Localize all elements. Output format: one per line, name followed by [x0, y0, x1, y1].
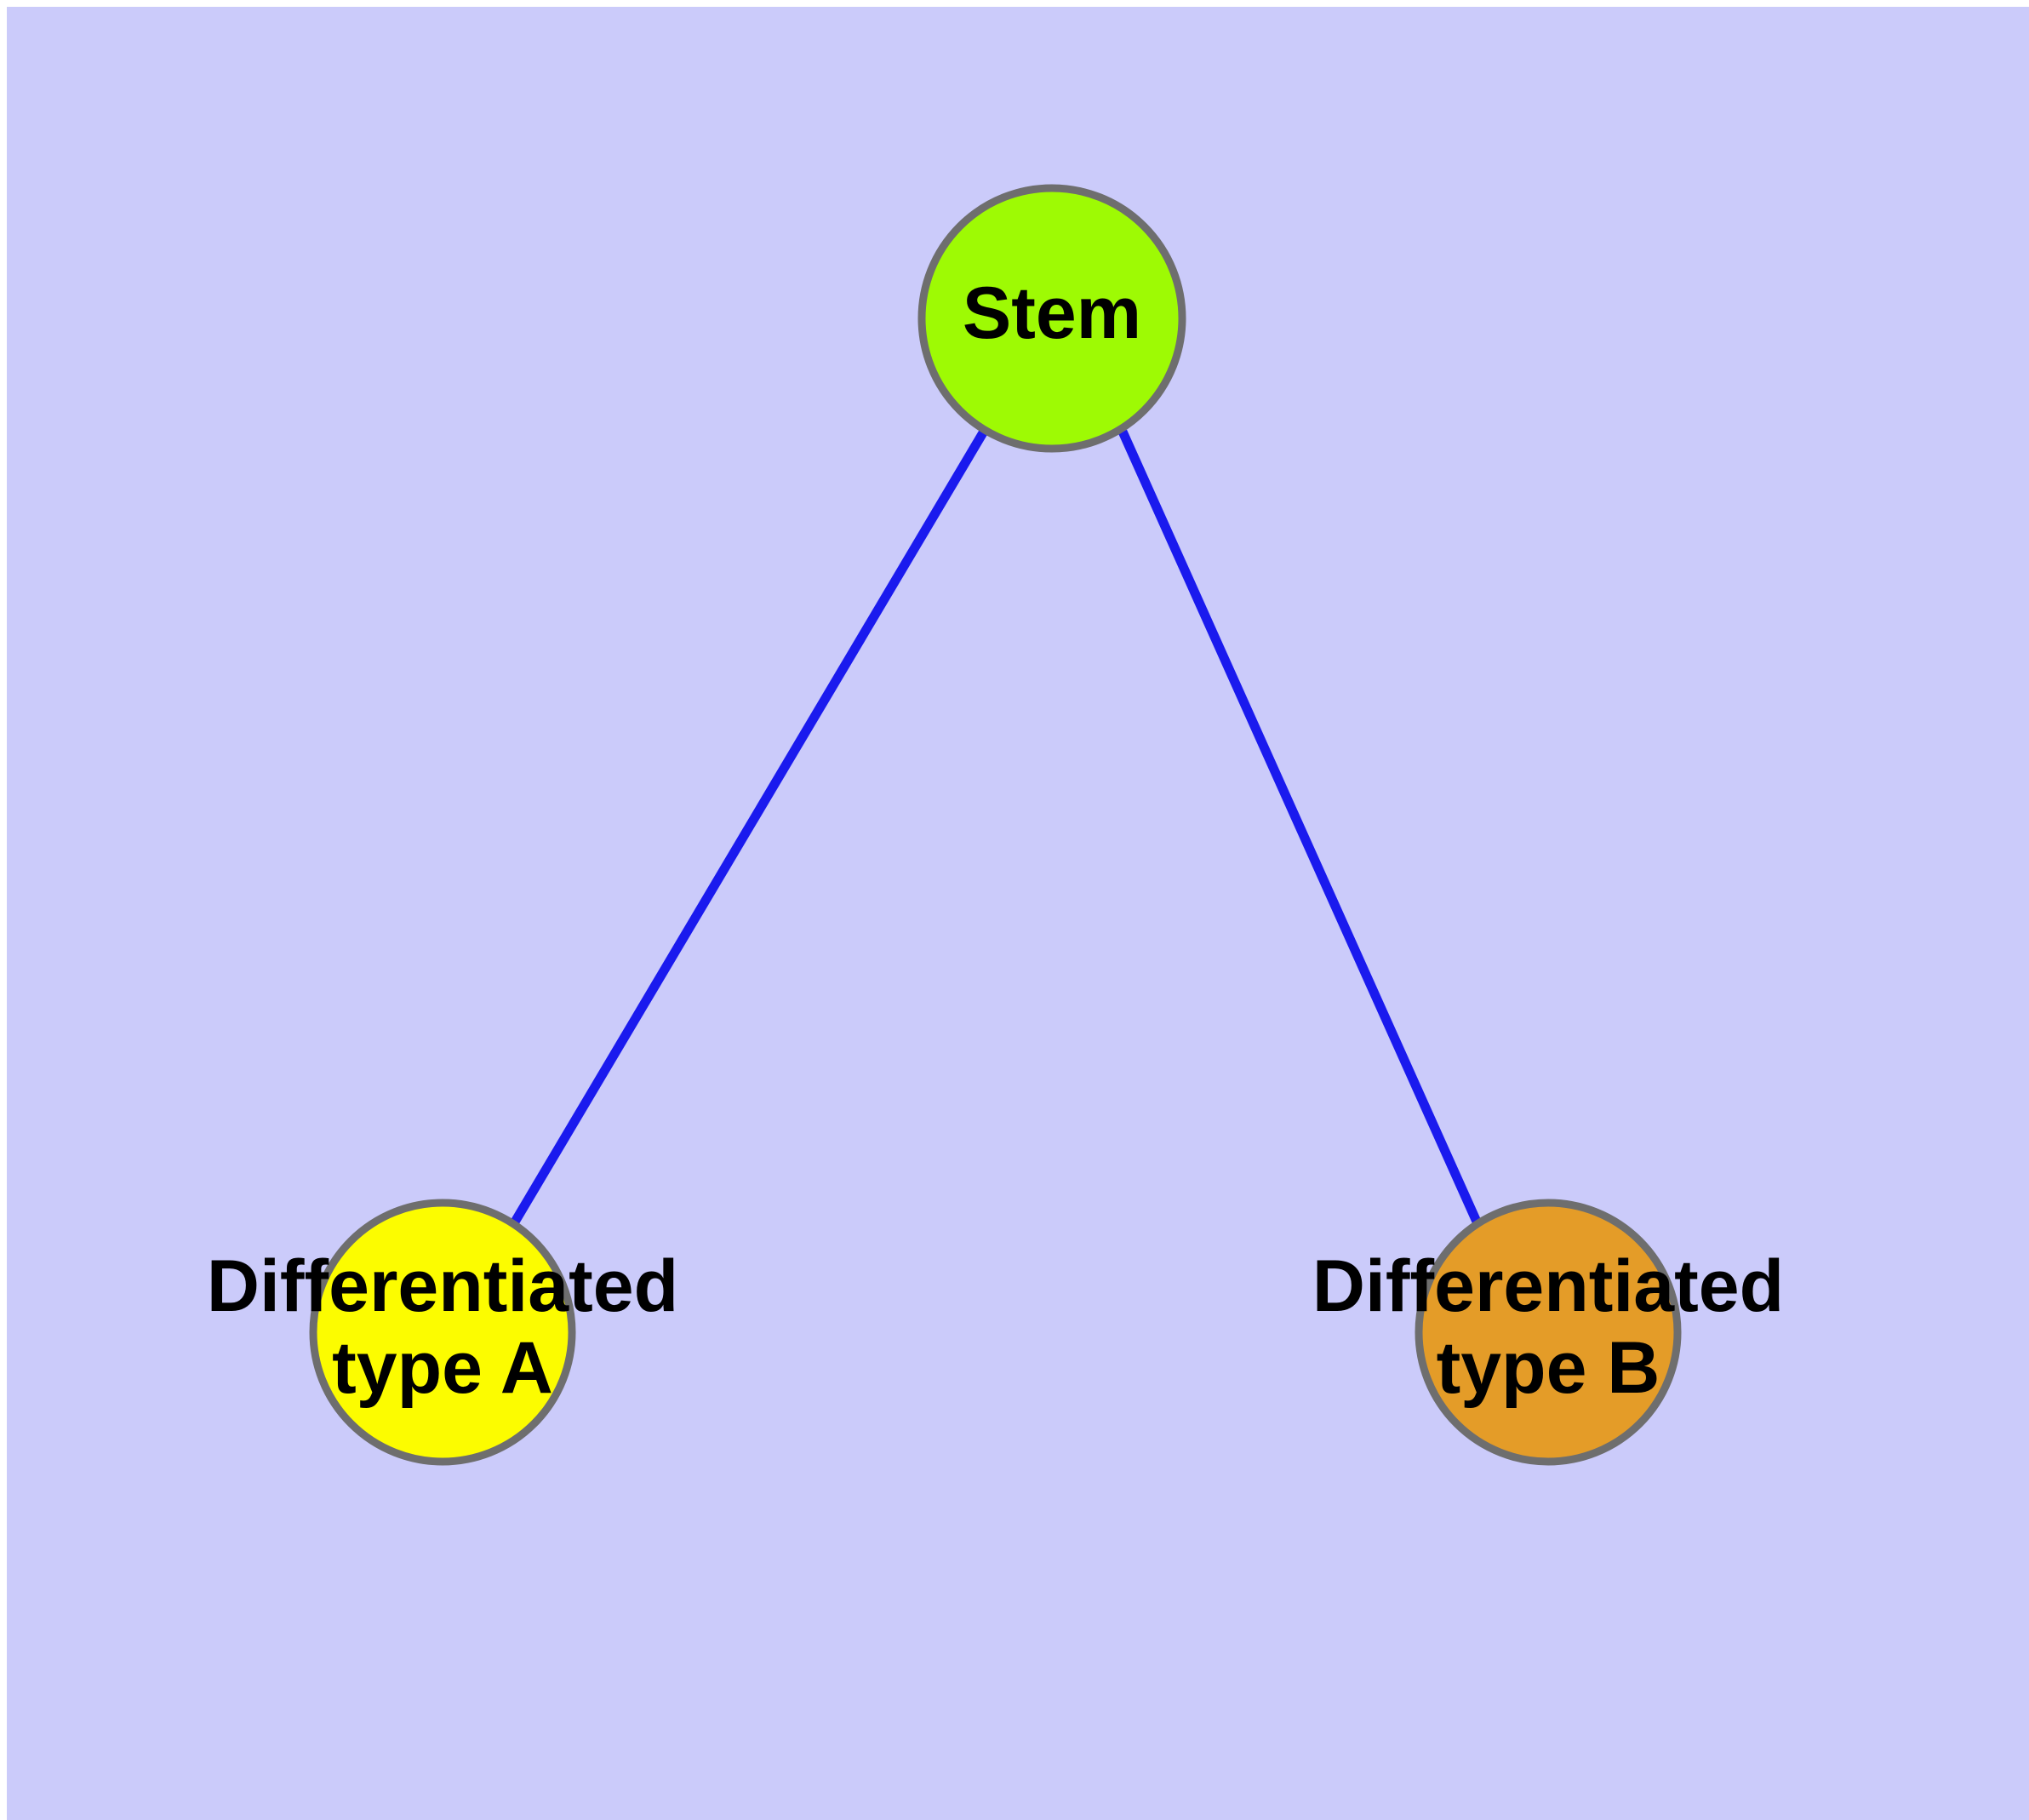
edge-layer — [510, 427, 1482, 1226]
node-label-stem: Stem — [963, 272, 1141, 354]
node-label-line: type A — [332, 1327, 553, 1409]
node-diff-a[interactable] — [309, 1199, 576, 1466]
node-diff-b[interactable] — [1415, 1199, 1682, 1466]
edge-stem-to-diff-a — [510, 427, 989, 1226]
node-label-line: type B — [1437, 1327, 1660, 1409]
node-stem[interactable] — [917, 184, 1186, 453]
node-circle-diff-a[interactable] — [309, 1199, 576, 1466]
edge-stem-to-diff-b — [1117, 429, 1482, 1224]
node-label-line: Stem — [963, 272, 1141, 354]
node-label-line: Differentiated — [1312, 1245, 1784, 1327]
node-circle-stem[interactable] — [917, 184, 1186, 453]
node-circle-diff-b[interactable] — [1415, 1199, 1682, 1466]
node-label-line: Differentiated — [207, 1245, 678, 1327]
